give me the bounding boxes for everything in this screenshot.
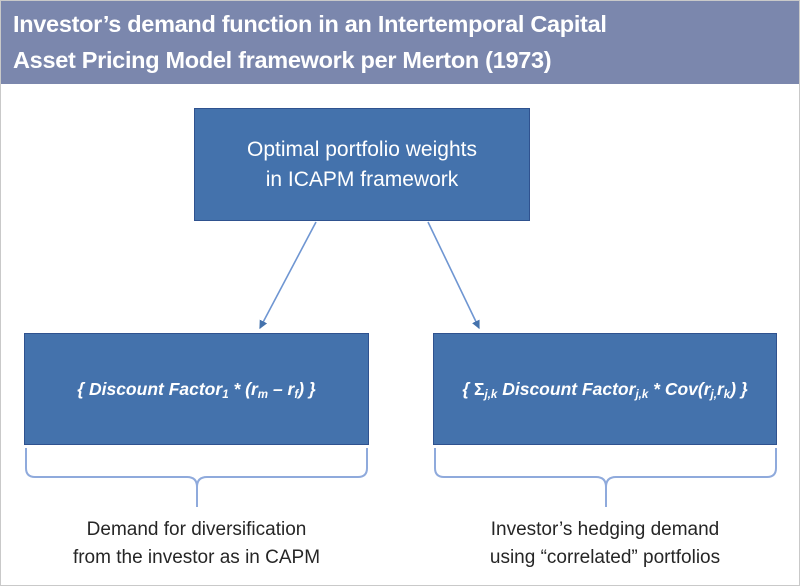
arrow-top-to-right-box: [427, 221, 480, 330]
formula-left-close: ) }: [298, 378, 316, 399]
caption-right: Investor’s hedging demand using “correla…: [489, 519, 721, 568]
formula-right-var2: r: [716, 378, 724, 399]
caption-left: Demand for diversification from the inve…: [72, 519, 321, 568]
formula-right-operator: * Cov(: [648, 378, 704, 399]
box-top-label: Optimal portfolio weights in ICAPM frame…: [247, 137, 477, 191]
title-banner: Investor’s demand function in an Interte…: [1, 1, 799, 84]
formula-right-term1-subscript: j,k: [635, 389, 649, 402]
formula-left-term1-subscript: 1: [222, 389, 229, 402]
page-title: Investor’s demand function in an Interte…: [13, 10, 607, 73]
formula-right-term1: Discount Factor: [497, 378, 636, 399]
formula-left-minus: –: [268, 378, 288, 399]
formula-left-var1: r: [250, 378, 258, 399]
summation-icon: Σ: [474, 378, 485, 399]
formula-left-term1: Discount Factor: [88, 378, 223, 399]
formula-right-sum-subscript: j,k: [484, 389, 498, 402]
box-optimal-portfolio-weights[interactable]: Optimal portfolio weights in ICAPM frame…: [194, 108, 530, 221]
formula-right-var1-subscript: j,: [710, 389, 717, 402]
formula-right-open-brace: {: [462, 378, 474, 399]
formula-right-var1: r: [703, 378, 711, 399]
formula-left-var1-subscript: m: [257, 389, 269, 402]
formula-left-var2-subscript: f: [294, 389, 299, 402]
formula-right-var2-subscript: k: [723, 389, 731, 402]
formula-left: { Discount Factor1 * (rm – rf) }: [77, 378, 316, 402]
brace-right: [434, 448, 777, 488]
box-discount-factor-covariance[interactable]: { Σj,k Discount Factorj,k * Cov(rj,rk) }: [433, 333, 777, 445]
formula-left-open-brace: {: [77, 378, 89, 399]
formula-left-var2: r: [287, 378, 295, 399]
brace-left: [25, 448, 368, 488]
box-discount-factor-market-premium[interactable]: { Discount Factor1 * (rm – rf) }: [24, 333, 369, 445]
formula-right-close: ) }: [730, 378, 748, 399]
arrow-top-to-left-box: [259, 221, 317, 330]
formula-right: { Σj,k Discount Factorj,k * Cov(rj,rk) }: [462, 378, 748, 402]
formula-left-operator: * (: [228, 378, 251, 399]
